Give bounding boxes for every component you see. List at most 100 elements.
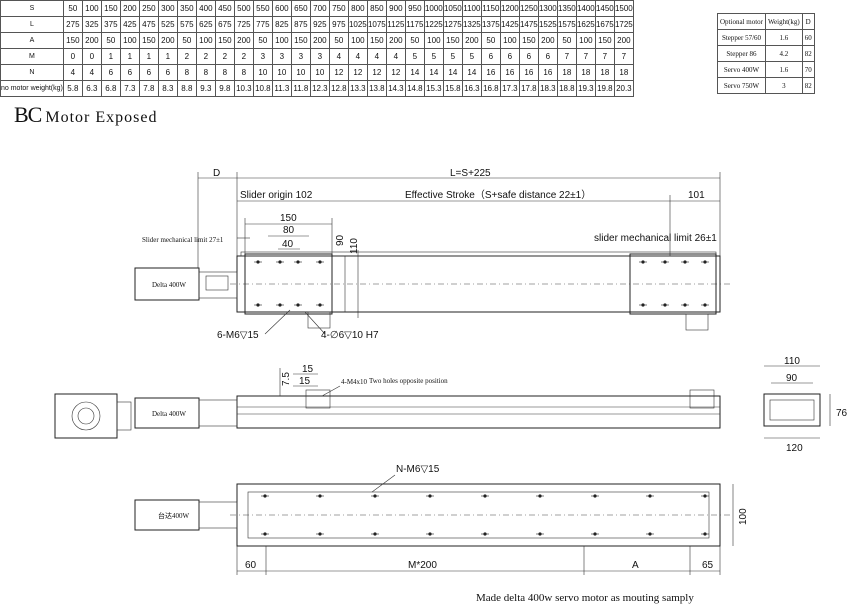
leader-line bbox=[304, 311, 326, 335]
motor-adapter-bottom bbox=[198, 501, 238, 529]
dim-40-label: 40 bbox=[282, 239, 294, 250]
motor-adapter-side bbox=[198, 399, 238, 427]
dim-m200-label: M*200 bbox=[408, 560, 437, 571]
spec-cell: 15.8 bbox=[442, 80, 463, 97]
end-view: 110 90 76 120 bbox=[763, 356, 848, 454]
spec-cell: 16.3 bbox=[461, 80, 482, 97]
effective-stroke-label: Effective Stroke（S+safe distance 22±1） bbox=[405, 189, 591, 201]
spec-cell: 9.3 bbox=[195, 80, 216, 97]
mount-hole-mark bbox=[276, 303, 284, 307]
end-76-label: 76 bbox=[836, 408, 848, 419]
dim-110-label: 110 bbox=[349, 238, 360, 254]
rail-hole-mark bbox=[261, 494, 269, 498]
slider-side-right bbox=[689, 389, 715, 409]
slider-limit-left-label: Slider mechanical limit 27±1 bbox=[142, 236, 224, 244]
dim-d-label: D bbox=[213, 168, 220, 179]
rail-hole-mark bbox=[316, 494, 324, 498]
spec-cell: 19.3 bbox=[575, 80, 596, 97]
motor-label-top: Delta 400W bbox=[152, 281, 186, 289]
spec-row-label: no motor weight(kg) bbox=[0, 80, 64, 97]
mount-hole-mark bbox=[639, 260, 647, 264]
dim-65-label: 65 bbox=[702, 560, 714, 571]
rail-hole-mark bbox=[481, 532, 489, 536]
dim-101-label: 101 bbox=[688, 190, 705, 201]
motor-adapter bbox=[198, 271, 238, 299]
mount-hole-mark bbox=[254, 303, 262, 307]
mount-hole-mark bbox=[701, 303, 709, 307]
two-holes-label: Two holes opposite position bbox=[369, 377, 448, 385]
side-view: Delta 400W 7.5 15 15 4-M4x10 Two holes o… bbox=[54, 364, 721, 439]
mount-hole-mark bbox=[681, 303, 689, 307]
spec-cell: 20.3 bbox=[613, 80, 634, 97]
thread-label: 6-M6▽15 bbox=[217, 330, 259, 341]
rail-hole-mark bbox=[591, 494, 599, 498]
pin-hole-label: 4-∅6▽10 H7 bbox=[321, 330, 379, 341]
rail-hole-mark bbox=[536, 494, 544, 498]
spec-cell: 5.8 bbox=[62, 80, 83, 97]
spec-cell: 18.3 bbox=[537, 80, 558, 97]
end-90-label: 90 bbox=[786, 373, 798, 384]
optional-motor-cell: Servo 750W bbox=[717, 77, 766, 94]
m4-label: 4-M4x10 bbox=[341, 378, 368, 386]
motor-end-plate bbox=[116, 401, 132, 431]
rail-hole-mark bbox=[481, 494, 489, 498]
end-120-label: 120 bbox=[786, 443, 803, 454]
dim-60-label: 60 bbox=[245, 560, 257, 571]
section-code: BC bbox=[14, 102, 42, 127]
dim-15b-label: 15 bbox=[299, 376, 311, 387]
spec-cell: 14.3 bbox=[385, 80, 406, 97]
leader-line bbox=[321, 385, 341, 397]
nm6-label: N-M6▽15 bbox=[396, 464, 440, 475]
rail-hole-mark bbox=[426, 532, 434, 536]
rail-hole-mark bbox=[426, 494, 434, 498]
spec-cell: 6.8 bbox=[100, 80, 121, 97]
optional-motor-cell: 3 bbox=[764, 77, 803, 94]
rail-body-side bbox=[236, 395, 721, 429]
slider-side bbox=[305, 389, 331, 409]
caption: Made delta 400w servo motor as mouting s… bbox=[476, 592, 694, 604]
top-view: L=S+225 D Slider origin 102 Effective St… bbox=[134, 168, 730, 341]
rail-hole-mark bbox=[371, 532, 379, 536]
motor-label-bottom: 台达400W bbox=[158, 511, 189, 520]
bottom-view: 台达400W N-M6▽15 100 60 M*200 A 65 bbox=[134, 464, 749, 575]
mount-hole-mark bbox=[316, 303, 324, 307]
mount-hole-mark bbox=[276, 260, 284, 264]
leader-line bbox=[371, 474, 396, 493]
motor-flange-circle bbox=[71, 401, 101, 431]
dim-a-label: A bbox=[632, 560, 639, 571]
mount-hole-mark bbox=[701, 260, 709, 264]
mount-hole-mark bbox=[294, 260, 302, 264]
motor-end-view bbox=[54, 393, 118, 439]
end-profile-inner bbox=[769, 399, 815, 421]
rail-hole-mark bbox=[261, 532, 269, 536]
dim-150-label: 150 bbox=[280, 213, 297, 224]
optional-motor-cell: 82 bbox=[801, 77, 815, 94]
dim-length-label: L=S+225 bbox=[450, 168, 491, 179]
slider-origin-label: Slider origin 102 bbox=[240, 190, 313, 201]
dim-80-label: 80 bbox=[283, 225, 295, 236]
end-profile bbox=[763, 393, 821, 427]
leader-line bbox=[264, 309, 291, 335]
rail-hole-mark bbox=[701, 494, 709, 498]
dim-90-label: 90 bbox=[335, 234, 346, 246]
mount-hole-mark bbox=[661, 303, 669, 307]
end-110-label: 110 bbox=[784, 356, 800, 367]
rail-hole-mark bbox=[646, 532, 654, 536]
rail-hole-mark bbox=[536, 532, 544, 536]
spec-cell: 19.8 bbox=[594, 80, 615, 97]
slider-limit-right-label: slider mechanical limit 26±1 bbox=[594, 233, 717, 244]
spec-cell: 15.3 bbox=[423, 80, 444, 97]
